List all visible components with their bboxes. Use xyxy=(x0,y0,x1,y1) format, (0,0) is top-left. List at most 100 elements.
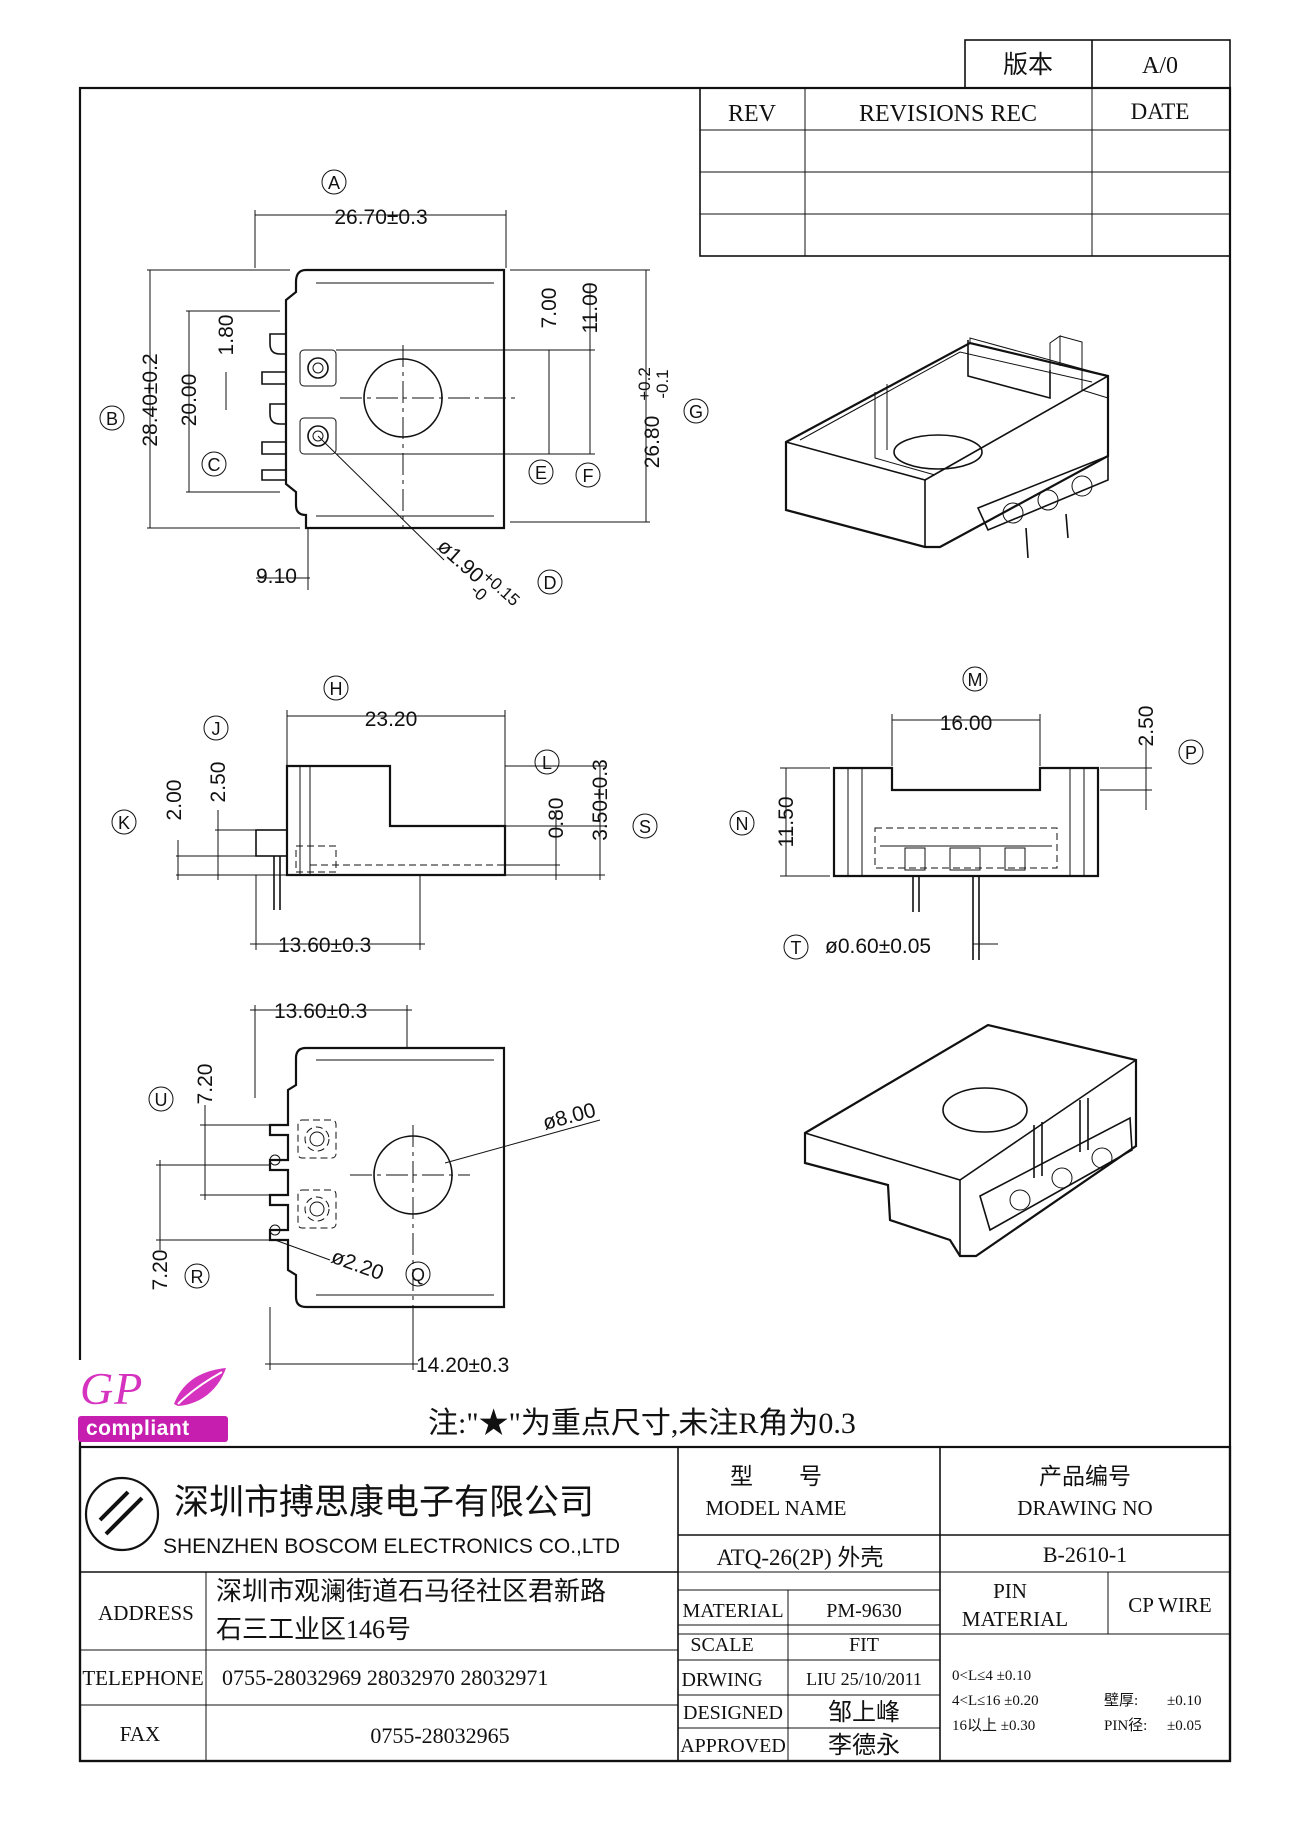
tolerance-row-3: 16以上 ±0.30 xyxy=(952,1717,1035,1734)
callout-A: A xyxy=(321,169,347,195)
callout-J: J xyxy=(203,715,229,741)
svg-text:U: U xyxy=(155,1090,168,1110)
dim-side-bottom-width: 13.60±0.3 xyxy=(278,934,371,957)
top-view: 26.70±0.3 28.40±0.2 20.00 1.80 7.00 11.0… xyxy=(139,206,672,610)
svg-text:F: F xyxy=(583,466,594,486)
bottom-view: 13.60±0.3 7.20 7.20 ø8.00 ø2.20 14.20±0.… xyxy=(149,1000,601,1377)
dim-bottom-width: 14.20±0.3 xyxy=(416,1354,509,1377)
fax-label: FAX xyxy=(120,1722,160,1746)
pin-dia-value: ±0.05 xyxy=(1167,1718,1201,1734)
drawing-label-cn: 产品编号 xyxy=(1039,1464,1131,1489)
gp-compliant-word: compliant xyxy=(86,1417,190,1440)
dim-top-left-offset: 9.10 xyxy=(256,565,297,588)
date-header: DATE xyxy=(1131,99,1190,124)
svg-text:-0.1: -0.1 xyxy=(653,369,672,398)
svg-text:P: P xyxy=(1185,743,1197,763)
callout-R: R xyxy=(184,1263,210,1289)
version-label: 版本 xyxy=(1003,51,1053,79)
revisions-header: REVISIONS REC xyxy=(859,101,1037,127)
pin-material-value: CP WIRE xyxy=(1128,1593,1211,1617)
svg-text:ø2.20: ø2.20 xyxy=(328,1245,386,1285)
isometric-view-bottom xyxy=(803,1023,1138,1258)
company-name-cn: 深圳市搏思康电子有限公司 xyxy=(174,1483,594,1522)
svg-text:S: S xyxy=(639,817,651,837)
svg-text:A: A xyxy=(328,173,340,193)
callout-H: H xyxy=(323,675,349,701)
callout-T: T xyxy=(783,934,809,960)
callout-B: B xyxy=(99,405,125,431)
callout-E: E xyxy=(528,459,554,485)
dim-top-pitch: 1.80 xyxy=(215,315,238,356)
callout-D: D xyxy=(537,569,563,595)
approved-label: APPROVED xyxy=(680,1735,786,1757)
company-name-en: SHENZHEN BOSCOM ELECTRONICS CO.,LTD xyxy=(163,1535,620,1558)
dim-top-hole-offset: 7.00 xyxy=(538,288,561,329)
material-value: PM-9630 xyxy=(826,1600,902,1622)
svg-text:D: D xyxy=(544,573,557,593)
designed-value: 邹上峰 xyxy=(828,1699,900,1726)
dim-front-notch: 2.50 xyxy=(1135,706,1158,747)
dim-top-height: 28.40±0.2 xyxy=(139,353,162,446)
wall-label: 壁厚: xyxy=(1104,1692,1138,1709)
address-line2: 石三工业区146号 xyxy=(216,1615,411,1644)
callout-F: F xyxy=(575,462,601,488)
callout-K: K xyxy=(111,809,137,835)
dim-front-height: 11.50 xyxy=(775,797,798,848)
gp-logo-top: GP xyxy=(78,1360,230,1418)
svg-text:K: K xyxy=(118,813,130,833)
callout-S: S xyxy=(632,813,658,839)
callout-Q: Q xyxy=(405,1261,431,1287)
leaf-icon xyxy=(174,1368,226,1406)
dim-top-hole-dia: ø1.90 +0.15 -0 xyxy=(433,535,524,610)
svg-text:J: J xyxy=(212,719,221,739)
dim-top-width: 26.70±0.3 xyxy=(334,206,427,229)
dim-bottom-r: 7.20 xyxy=(149,1250,172,1291)
scale-label: SCALE xyxy=(690,1634,753,1656)
material-label: MATERIAL xyxy=(682,1600,783,1622)
svg-text:C: C xyxy=(208,455,221,475)
tolerance-row-2: 4<L≤16 ±0.20 xyxy=(952,1693,1039,1709)
scale-value: FIT xyxy=(849,1634,879,1656)
callout-G: G xyxy=(683,398,709,424)
dim-front-width: 16.00 xyxy=(940,712,993,735)
address-line1: 深圳市观澜街道石马径社区君新路 xyxy=(216,1577,606,1606)
svg-text:E: E xyxy=(535,463,547,483)
version-value: A/0 xyxy=(1142,53,1178,79)
drawing-by-value: LIU 25/10/2011 xyxy=(806,1669,922,1689)
dim-side-width: 23.20 xyxy=(365,708,418,731)
svg-text:G: G xyxy=(689,402,703,422)
dim-side-l: 0.80 xyxy=(545,798,568,839)
svg-text:R: R xyxy=(191,1267,204,1287)
dim-bottom-slot-dia: ø2.20 xyxy=(328,1245,386,1285)
front-view: 16.00 11.50 2.50 ø0.60±0.05 xyxy=(775,706,1158,960)
gp-compliant-logo: GP compliant xyxy=(78,1360,230,1448)
dim-side-k: 2.00 xyxy=(163,780,186,821)
pin-material-label-2: MATERIAL xyxy=(962,1607,1068,1631)
wall-value: ±0.10 xyxy=(1167,1693,1201,1709)
callout-markers: A B C D E F G H J K L S M N P T U R Q xyxy=(99,169,1204,1289)
svg-text:H: H xyxy=(330,679,343,699)
address-label: ADDRESS xyxy=(98,1601,194,1625)
svg-text:Q: Q xyxy=(411,1265,425,1285)
dim-front-pin-dia: ø0.60±0.05 xyxy=(825,935,931,958)
svg-text:T: T xyxy=(791,938,802,958)
svg-text:B: B xyxy=(106,409,118,429)
fax-value: 0755-28032965 xyxy=(370,1723,509,1748)
dim-top-hole-span: 11.00 xyxy=(579,283,602,334)
version-box: 版本 A/0 xyxy=(964,39,1231,89)
svg-text:L: L xyxy=(542,753,552,773)
tolerance-row-1: 0<L≤4 ±0.10 xyxy=(952,1668,1031,1684)
rev-header: REV xyxy=(728,101,777,127)
designed-label: DESIGNED xyxy=(683,1702,783,1724)
dim-top-right-height: 26.80 +0.2 -0.1 xyxy=(635,367,672,468)
dim-bottom-top-width: 13.60±0.3 xyxy=(274,1000,367,1023)
gp-compliant-bar: compliant xyxy=(78,1416,228,1442)
callout-U: U xyxy=(148,1086,174,1112)
side-view: 23.20 2.00 2.50 0.80 3.50±0.3 13.60±0.3 xyxy=(163,708,612,957)
telephone-value: 0755-28032969 28032970 28032971 xyxy=(222,1665,548,1690)
svg-text:26.80: 26.80 xyxy=(641,416,664,469)
company-logo xyxy=(84,1476,160,1552)
model-label-en: MODEL NAME xyxy=(706,1496,847,1520)
svg-text:+0.2: +0.2 xyxy=(635,367,654,401)
